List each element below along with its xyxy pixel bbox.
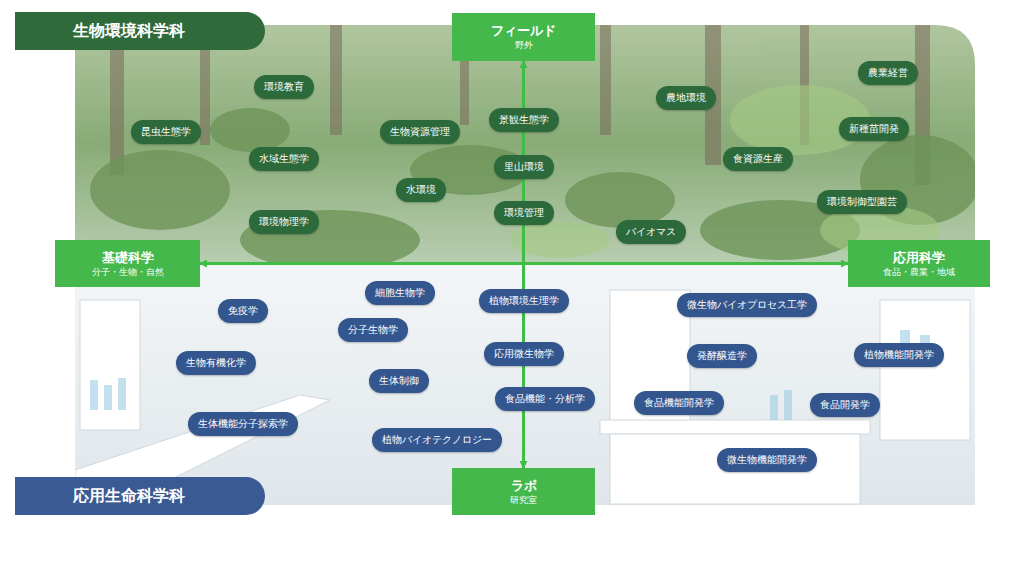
node-sublabel: 食品・農業・地域	[883, 266, 955, 279]
node-label: フィールド	[491, 22, 556, 39]
node-label: 昆虫生態学	[141, 120, 191, 144]
node-label: 食資源生産	[733, 147, 783, 171]
field-pill: 水域生態学	[249, 147, 319, 171]
node-label: 生物有機化学	[186, 351, 246, 375]
field-pill: 景観生態学	[489, 108, 559, 132]
field-pill: 水環境	[396, 178, 446, 202]
node-label: 発酵醸造学	[697, 344, 747, 368]
department-tab: 生物環境科学科	[15, 12, 265, 50]
node-label: 生物資源管理	[390, 120, 450, 144]
node-label: 微生物バイオプロセス工学	[687, 293, 807, 317]
axis-box: ラボ研究室	[452, 468, 595, 515]
node-label: 水域生態学	[259, 147, 309, 171]
node-label: ラボ	[511, 477, 537, 494]
node-label: 基礎科学	[102, 249, 154, 266]
axis-box: 応用科学食品・農業・地域	[848, 240, 990, 287]
field-pill: 農地環境	[656, 86, 716, 110]
field-pill: 分子生物学	[338, 318, 408, 342]
node-label: 植物バイオテクノロジー	[382, 428, 492, 452]
field-pill: 農業経営	[858, 61, 918, 85]
field-pill: 食品開発学	[810, 393, 880, 417]
node-label: 水環境	[406, 178, 436, 202]
department-tab: 応用生命科学科	[15, 477, 265, 515]
node-label: 植物機能開発学	[864, 343, 934, 367]
node-label: 環境制御型園芸	[827, 190, 897, 214]
node-label: 里山環境	[504, 155, 544, 179]
field-pill: 食資源生産	[723, 147, 793, 171]
node-label: 応用科学	[893, 249, 945, 266]
photo-area	[75, 25, 980, 505]
node-label: 景観生態学	[499, 108, 549, 132]
field-pill: 環境制御型園芸	[817, 190, 907, 214]
field-pill: 植物環境生理学	[479, 289, 569, 313]
field-pill: 微生物機能開発学	[717, 448, 817, 472]
node-label: 応用生命科学科	[73, 486, 185, 507]
node-label: 生体機能分子探索学	[198, 412, 288, 436]
node-label: 食品機能開発学	[644, 391, 714, 415]
field-pill: 環境教育	[254, 75, 314, 99]
field-pill: 生体機能分子探索学	[188, 412, 298, 436]
node-label: 分子生物学	[348, 318, 398, 342]
node-label: 生体制御	[379, 369, 419, 393]
axis-arrow	[200, 262, 848, 265]
field-pill: 昆虫生態学	[131, 120, 201, 144]
node-label: 応用微生物学	[494, 342, 554, 366]
field-pill: バイオマス	[616, 220, 686, 244]
node-label: 環境管理	[504, 201, 544, 225]
field-pill: 生物有機化学	[176, 351, 256, 375]
node-label: バイオマス	[626, 220, 676, 244]
field-pill: 環境物理学	[249, 210, 319, 234]
axis-box: フィールド野外	[452, 13, 595, 61]
node-label: 細胞生物学	[375, 281, 425, 305]
field-pill: 植物機能開発学	[854, 343, 944, 367]
node-label: 農業経営	[868, 61, 908, 85]
field-pill: 発酵醸造学	[687, 344, 757, 368]
field-pill: 生体制御	[369, 369, 429, 393]
axis-box: 基礎科学分子・生物・自然	[55, 240, 200, 287]
node-label: 環境物理学	[259, 210, 309, 234]
field-pill: 免疫学	[218, 299, 268, 323]
node-label: 免疫学	[228, 299, 258, 323]
node-label: 微生物機能開発学	[727, 448, 807, 472]
node-sublabel: 野外	[515, 39, 533, 52]
node-label: 生物環境科学科	[73, 21, 185, 42]
field-pill: 環境管理	[494, 201, 554, 225]
field-pill: 細胞生物学	[365, 281, 435, 305]
node-label: 食品機能・分析学	[505, 387, 585, 411]
field-pill: 微生物バイオプロセス工学	[677, 293, 817, 317]
node-label: 食品開発学	[820, 393, 870, 417]
node-label: 環境教育	[264, 75, 304, 99]
field-pill: 生物資源管理	[380, 120, 460, 144]
field-pill: 食品機能開発学	[634, 391, 724, 415]
node-label: 農地環境	[666, 86, 706, 110]
field-pill: 食品機能・分析学	[495, 387, 595, 411]
node-sublabel: 研究室	[510, 494, 537, 507]
field-pill: 新種苗開発	[839, 117, 909, 141]
field-pill: 里山環境	[494, 155, 554, 179]
field-pill: 植物バイオテクノロジー	[372, 428, 502, 452]
node-label: 植物環境生理学	[489, 289, 559, 313]
lab-bottles	[90, 330, 930, 420]
node-sublabel: 分子・生物・自然	[92, 266, 164, 279]
field-pill: 応用微生物学	[484, 342, 564, 366]
node-label: 新種苗開発	[849, 117, 899, 141]
